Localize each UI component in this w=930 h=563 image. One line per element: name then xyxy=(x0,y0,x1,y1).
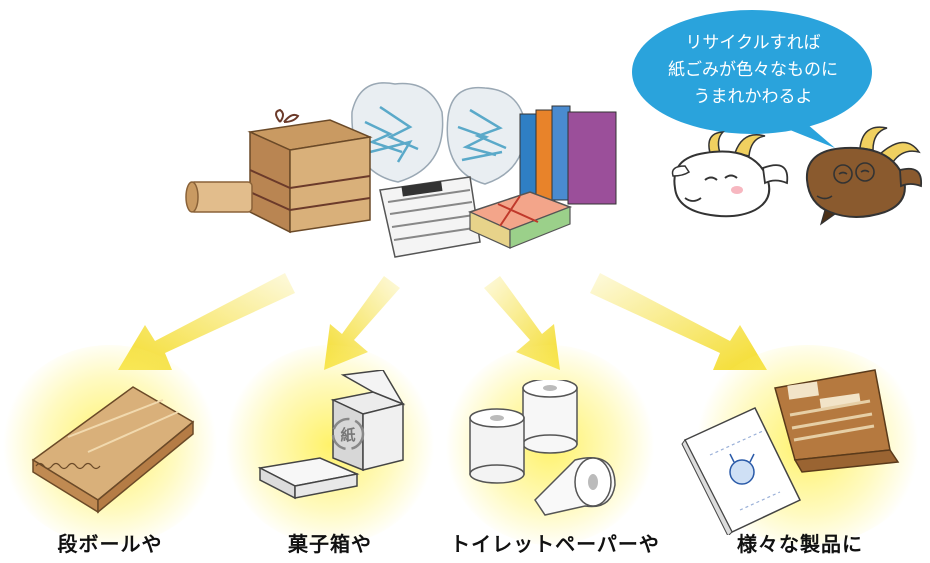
bubble-line-2: 紙ごみが色々なものに xyxy=(668,60,838,80)
white-goat-icon xyxy=(671,131,789,218)
bubble-line-1: リサイクルすれば xyxy=(685,33,821,53)
cardboard-sheet-icon xyxy=(31,386,195,514)
bubble-line-3: うまれかわるよ xyxy=(693,87,813,107)
paper-products-icon xyxy=(681,369,900,535)
paper-box-icon: 紙 xyxy=(257,370,406,500)
speech-bubble-text: リサイクルすれば 紙ごみが色々なものに うまれかわるよ xyxy=(648,30,858,111)
product-label-toilet-paper: トイレットペーパーや xyxy=(450,532,660,556)
recycle-stamp: 紙 xyxy=(340,426,355,444)
speech-bubble xyxy=(632,10,872,148)
product-label-box: 菓子箱や xyxy=(288,532,372,556)
product-label-cardboard: 段ボールや xyxy=(57,532,163,556)
toilet-paper-icon xyxy=(469,380,616,516)
paper-waste-pile-icon xyxy=(185,82,617,258)
arrow-to-cardboard-icon xyxy=(118,273,295,370)
brown-goat-icon xyxy=(805,126,923,226)
arrow-to-products-icon xyxy=(590,273,767,370)
product-label-various: 様々な製品に xyxy=(737,532,863,556)
